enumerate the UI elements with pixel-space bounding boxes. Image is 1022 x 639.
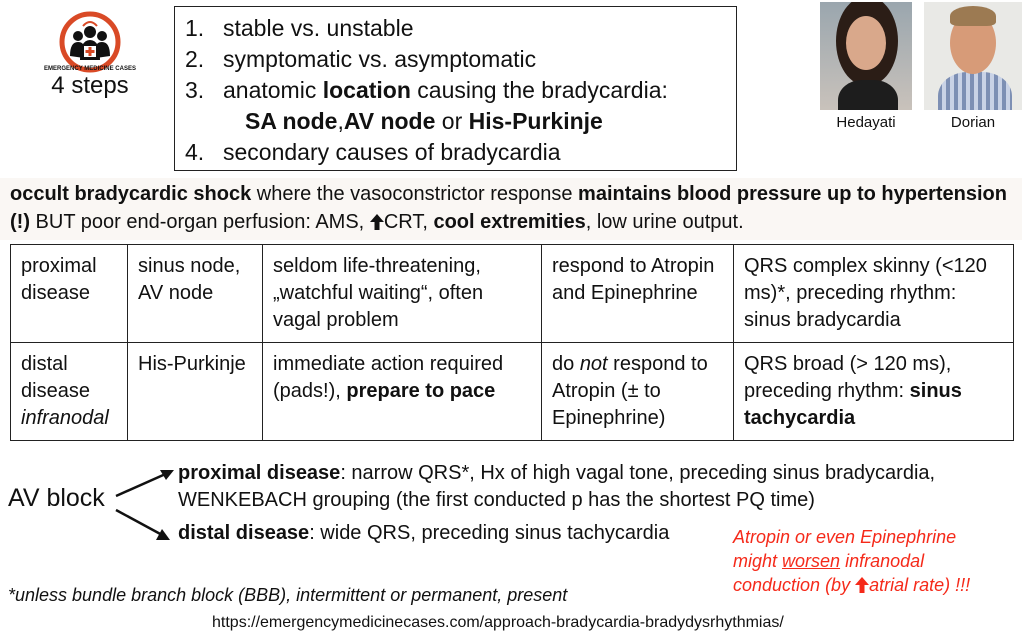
step-item: 2.symptomatic vs. asymptomatic	[185, 46, 537, 72]
emergency-medicine-cases-logo	[59, 11, 121, 73]
step-item-sub: SA node, AV node or His-Purkinje	[245, 108, 603, 134]
occult-shock-note: occult bradycardic shock where the vasoc…	[0, 178, 1022, 240]
cell-urgency: immediate action required (pads!), prepa…	[262, 342, 542, 441]
name-hedayati: Hedayati	[836, 114, 896, 131]
step-item: 1.stable vs. unstable	[185, 15, 414, 41]
photo-hedayati	[820, 2, 912, 110]
cell-ecg: QRS complex skinny (<120 ms)*, preceding…	[733, 244, 1014, 343]
cell-response: respond to Atropin and Epinephrine	[541, 244, 734, 343]
table-row: proximal disease sinus node, AV node sel…	[10, 244, 1014, 343]
cell-anatomy: sinus node, AV node	[127, 244, 263, 343]
distal-disease-note: distal disease: wide QRS, preceding sinu…	[178, 522, 670, 544]
step-item: 4.secondary causes of bradycardia	[185, 139, 561, 165]
cell-urgency: seldom life-threatening, „watchful waiti…	[262, 244, 542, 343]
source-url[interactable]: https://emergencymedicinecases.com/appro…	[212, 614, 784, 631]
arrow-up-icon	[855, 577, 870, 593]
cell-anatomy: His-Purkinje	[127, 342, 263, 441]
warning-note: Atropin or even Epinephrine might worsen…	[733, 527, 971, 595]
steps-label: 4 steps	[51, 72, 129, 99]
av-block-label: AV block	[8, 484, 105, 512]
cell-location: proximal disease	[10, 244, 128, 343]
photo-dorian	[924, 2, 1022, 110]
logo-text: EMERGENCY MEDICINE CASES	[44, 66, 136, 72]
branch-arrows-icon	[115, 470, 174, 540]
steps-list: 1.stable vs. unstable 2.symptomatic vs. …	[174, 6, 737, 171]
arrow-up-icon	[369, 214, 384, 230]
proximal-disease-note: proximal disease: narrow QRS*, Hx of hig…	[178, 462, 936, 511]
name-dorian: Dorian	[950, 114, 996, 131]
cell-response: do not respond to Atropin (± to Epinephr…	[541, 342, 734, 441]
step-item: 3.anatomic location causing the bradycar…	[185, 77, 668, 103]
disease-table: proximal disease sinus node, AV node sel…	[10, 244, 1014, 441]
cell-ecg: QRS broad (> 120 ms), preceding rhythm: …	[733, 342, 1014, 441]
footnote: *unless bundle branch block (BBB), inter…	[8, 585, 568, 605]
